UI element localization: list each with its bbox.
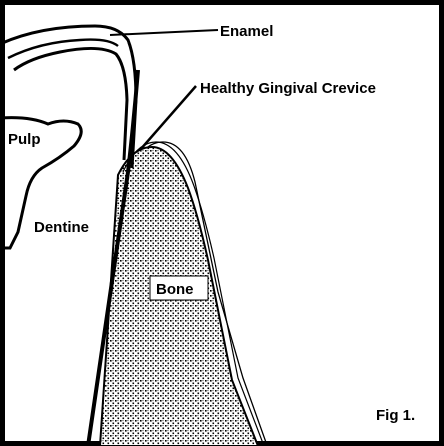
pulp-label: Pulp [8, 131, 41, 148]
figure-number: Fig 1. [376, 407, 415, 424]
bone-label: Bone [156, 281, 194, 298]
crevice-label: Healthy Gingival Crevice [200, 80, 376, 97]
dentine-label: Dentine [34, 219, 89, 236]
enamel-label: Enamel [220, 23, 273, 40]
